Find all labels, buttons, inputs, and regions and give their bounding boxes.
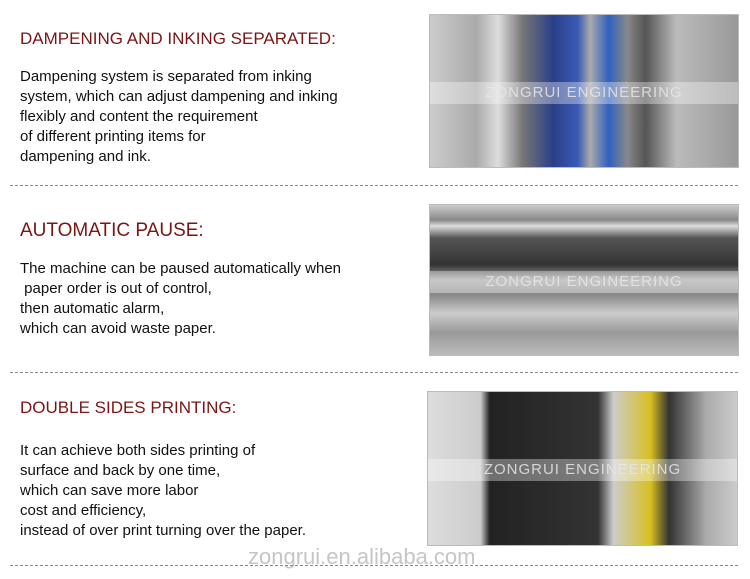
dampening-machine-photo: ZONGRUI ENGINEERING (429, 14, 739, 168)
photo-watermark: ZONGRUI ENGINEERING (430, 81, 738, 104)
pause-machine-photo: ZONGRUI ENGINEERING (429, 204, 739, 356)
double-sides-machine-photo: ZONGRUI ENGINEERING (427, 391, 738, 546)
site-watermark: zongrui.en.alibaba.com (248, 544, 476, 569)
section-title-pause: AUTOMATIC PAUSE: (20, 220, 204, 241)
section-text-dampening: Dampening system is separated from inkin… (20, 68, 338, 165)
section-text-pause: The machine can be paused automatically … (20, 260, 342, 337)
section-title-double-sides: DOUBLE SIDES PRINTING: (20, 398, 237, 417)
divider (10, 185, 738, 186)
photo-watermark: ZONGRUI ENGINEERING (428, 459, 737, 482)
section-title-dampening: DAMPENING AND INKING SEPARATED: (20, 29, 336, 48)
divider (10, 565, 738, 566)
divider (10, 372, 738, 373)
photo-watermark: ZONGRUI ENGINEERING (430, 271, 738, 293)
section-text-double-sides: It can achieve both sides printing of su… (20, 442, 307, 539)
